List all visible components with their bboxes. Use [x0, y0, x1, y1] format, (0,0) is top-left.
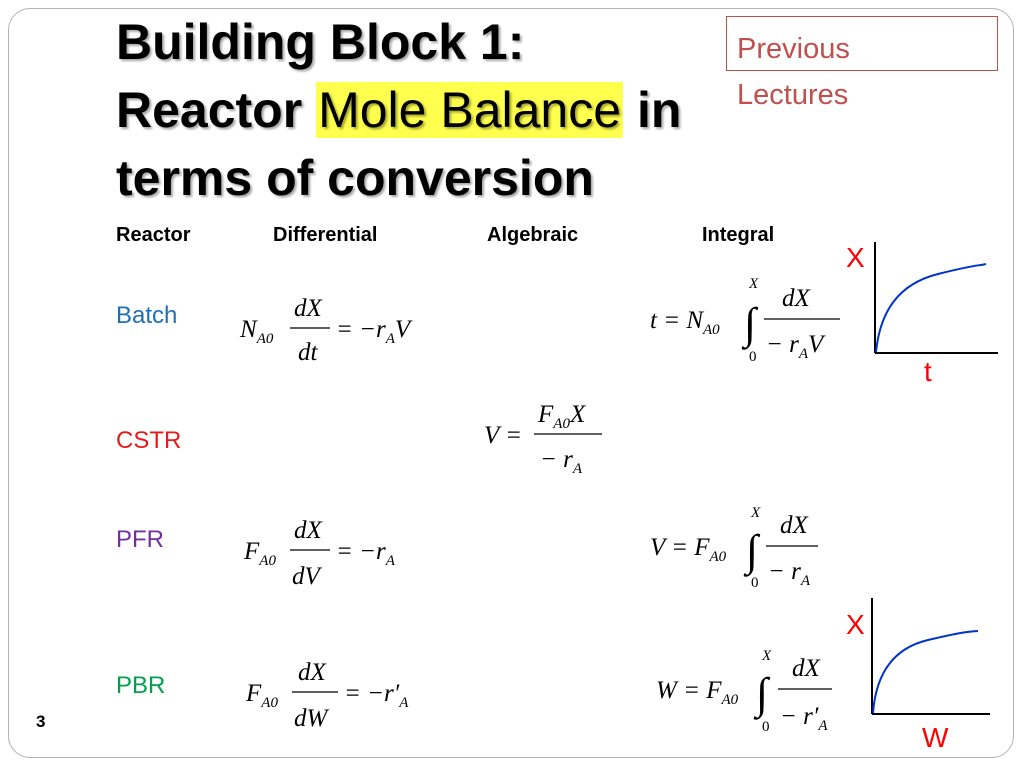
graph-2-curve — [872, 630, 979, 714]
equation-pbr-differential: FA0 dX dW = −r′A — [245, 656, 436, 743]
reactor-label-cstr: CSTR — [116, 427, 182, 454]
reactor-label-batch: Batch — [116, 302, 178, 329]
svg-text:dW: dW — [294, 705, 330, 732]
graph-2-x-label: W — [922, 722, 949, 753]
previous-lectures-link[interactable]: Previous Lectures — [737, 33, 850, 111]
svg-text:= −rAV: = −rAV — [336, 316, 413, 347]
svg-text:FA0: FA0 — [243, 538, 276, 569]
svg-text:− r′A: − r′A — [780, 703, 828, 734]
svg-text:− rA: − rA — [540, 446, 583, 477]
previous-lectures-box[interactable] — [726, 16, 998, 71]
svg-text:W = FA0: W = FA0 — [656, 677, 739, 708]
svg-text:V =: V = — [484, 422, 522, 449]
svg-text:= −r′A: = −r′A — [344, 680, 409, 711]
graph-1-x-label: t — [924, 356, 932, 387]
page-number: 3 — [36, 712, 46, 731]
title-line-1: Building Block 1: — [116, 14, 525, 70]
column-header-reactor: Reactor — [116, 224, 191, 246]
svg-text:dX: dX — [792, 655, 822, 682]
svg-text:= −rA: = −rA — [336, 538, 396, 569]
column-header-integral: Integral — [702, 224, 775, 246]
svg-text:X: X — [761, 648, 772, 664]
title-line-3: terms of conversion — [116, 150, 594, 206]
svg-text:FA0X: FA0X — [537, 401, 587, 432]
svg-text:dt: dt — [298, 339, 319, 366]
svg-text:NA0: NA0 — [239, 316, 274, 347]
svg-text:0: 0 — [762, 719, 770, 735]
graph-2-y-label: X — [846, 609, 865, 640]
slide-title: Building Block 1: Reactor Mole Balance i… — [116, 8, 681, 212]
svg-text:dX: dX — [780, 512, 810, 539]
svg-text:dX: dX — [782, 285, 812, 312]
slide-frame — [8, 8, 1014, 758]
svg-text:0: 0 — [751, 575, 759, 591]
title-line-2: Reactor Mole Balance in — [116, 76, 681, 144]
svg-text:dV: dV — [292, 563, 323, 590]
equation-batch-differential: NA0 dX dt = −rAV — [239, 290, 440, 377]
svg-text:− rA: − rA — [768, 558, 811, 589]
reactor-label-pfr: PFR — [116, 526, 164, 553]
svg-text:dX: dX — [298, 659, 328, 686]
title-reactor: Reactor — [116, 82, 317, 138]
equation-pfr-integral: V = FA0 ∫ X 0 dX − rA — [650, 505, 840, 607]
column-header-algebraic: Algebraic — [487, 224, 579, 246]
svg-text:∫: ∫ — [753, 669, 771, 720]
equation-cstr-algebraic: V = FA0X − rA — [484, 398, 634, 490]
column-header-differential: Differential — [273, 224, 378, 246]
title-highlight-mole-balance: Mole Balance — [316, 82, 624, 138]
equation-batch-integral: t = NA0 ∫ X 0 dX − rAV — [650, 276, 850, 378]
svg-text:X: X — [750, 505, 761, 521]
graph-1-curve — [875, 263, 987, 353]
graph-x-vs-t — [874, 242, 998, 354]
svg-text:0: 0 — [749, 349, 757, 365]
svg-text:V = FA0: V = FA0 — [650, 534, 727, 565]
svg-text:t = NA0: t = NA0 — [650, 307, 720, 338]
graph-1-y-label: X — [846, 242, 865, 273]
svg-text:X: X — [748, 276, 759, 292]
svg-text:FA0: FA0 — [245, 680, 278, 711]
svg-text:∫: ∫ — [743, 526, 761, 577]
equation-pfr-differential: FA0 dX dV = −rA — [243, 512, 434, 599]
reactor-label-pbr: PBR — [116, 672, 166, 699]
svg-text:∫: ∫ — [741, 299, 759, 350]
svg-text:− rAV: − rAV — [766, 331, 826, 362]
equation-pbr-integral: W = FA0 ∫ X 0 dX − r′A — [656, 646, 846, 753]
svg-text:dX: dX — [294, 295, 324, 322]
graph-x-vs-w — [871, 598, 990, 715]
svg-text:dX: dX — [294, 517, 324, 544]
title-in: in — [623, 82, 682, 138]
